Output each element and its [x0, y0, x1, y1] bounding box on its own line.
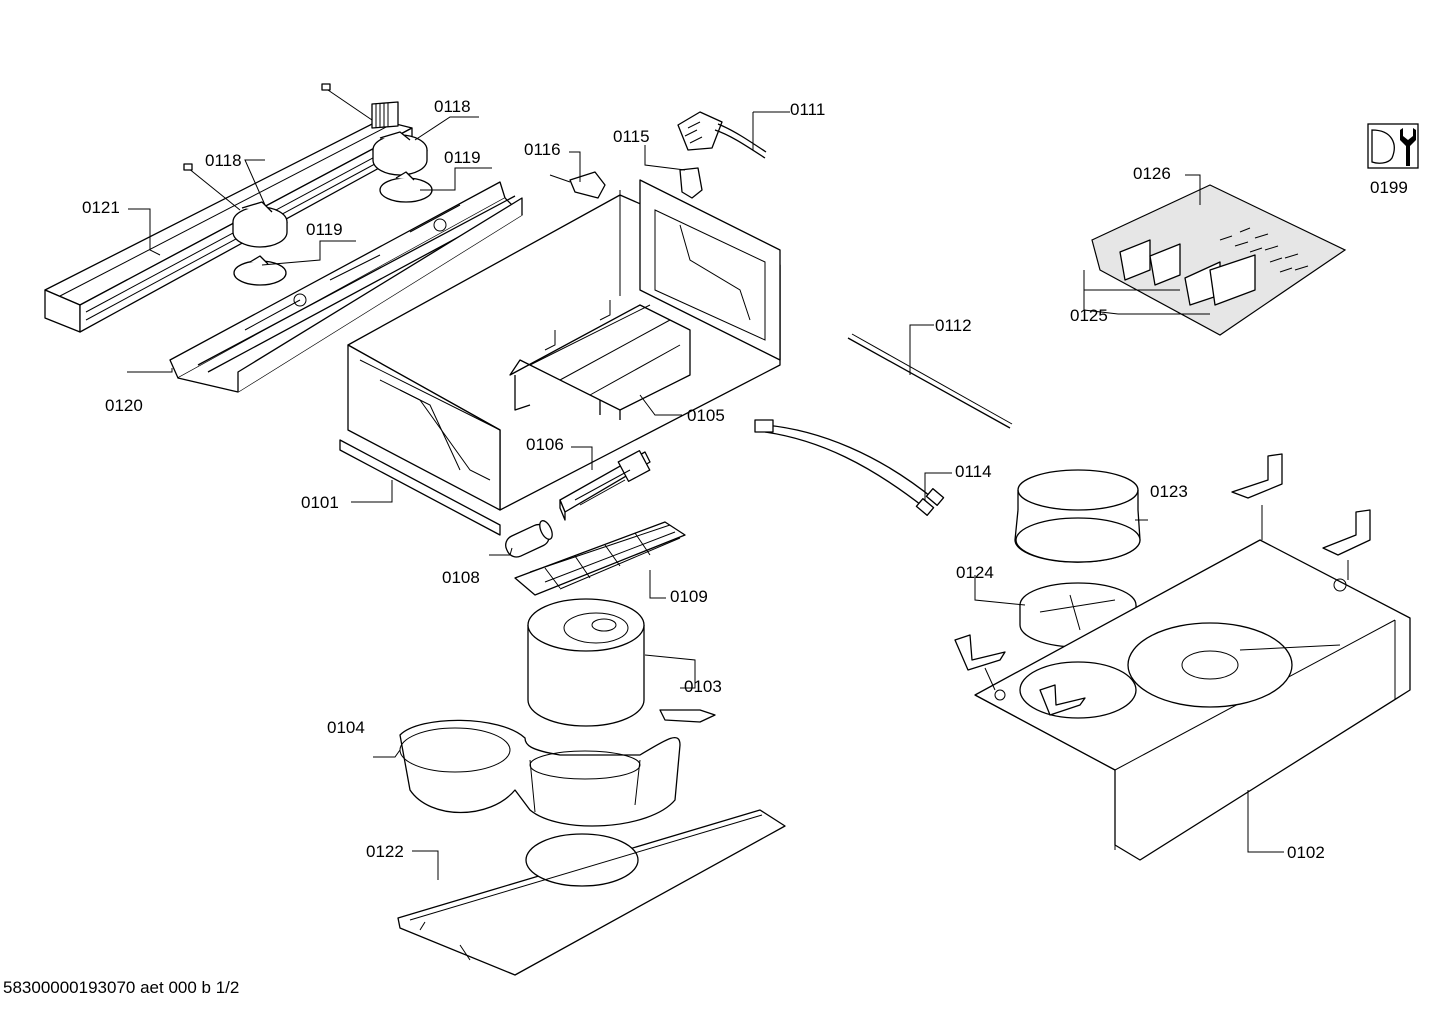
part-label-0115: 0115 — [613, 127, 650, 146]
part-label-0106: 0106 — [526, 435, 564, 454]
part-label-0101: 0101 — [301, 493, 339, 512]
part-label-0122: 0122 — [366, 842, 404, 861]
part-label-0111: 0111 — [790, 100, 825, 119]
part-label-0119-upper: 0119 — [444, 148, 481, 167]
duct-collar-drawing — [1014, 469, 1141, 648]
part-label-0114: 0114 — [955, 462, 992, 481]
part-label-0124: 0124 — [956, 563, 994, 582]
part-label-0125: 0125 — [1070, 306, 1108, 325]
part-label-0126: 0126 — [1133, 164, 1171, 183]
part-label-0120: 0120 — [105, 396, 143, 415]
switch-drawing — [549, 171, 606, 199]
part-label-0118-upper: 0118 — [434, 97, 471, 116]
electronics-board-drawing — [559, 450, 651, 521]
document-footer-code: 58300000193070 aet 000 b 1/2 — [3, 978, 240, 997]
blower-housing-drawing — [399, 719, 681, 827]
part-label-0119-lower: 0119 — [306, 220, 343, 239]
leader-lines — [127, 111, 1284, 880]
part-label-0118-lower: 0118 — [205, 151, 242, 170]
part-label-0102: 0102 — [1287, 843, 1325, 862]
tool-icon — [1367, 123, 1419, 169]
part-label-0121: 0121 — [82, 198, 120, 217]
wire-harness-drawing — [754, 419, 945, 516]
part-label-0108: 0108 — [442, 568, 480, 587]
front-lamp-rail-drawing — [44, 83, 428, 333]
channel-rail-drawing — [169, 181, 523, 393]
part-label-0116: 0116 — [524, 140, 561, 159]
blower-motor-drawing — [527, 598, 716, 727]
lamp-rings-drawing — [233, 171, 433, 286]
part-label-0199: 0199 — [1370, 178, 1408, 197]
control-cage-drawing — [509, 300, 691, 420]
part-label-0105: 0105 — [687, 406, 725, 425]
filter-grille-drawing — [514, 521, 686, 596]
mounting-brackets-drawing — [954, 453, 1371, 716]
part-label-0123: 0123 — [1150, 482, 1188, 501]
clip-drawing — [679, 167, 703, 199]
mounting-kit-drawing — [1091, 184, 1347, 336]
mounting-plate-drawing — [974, 539, 1411, 861]
sensor-cable-drawing — [847, 333, 1013, 429]
capacitor-drawing — [505, 520, 553, 558]
part-label-0103: 0103 — [684, 677, 722, 696]
part-label-0112: 0112 — [935, 316, 972, 335]
part-label-0109: 0109 — [670, 587, 708, 606]
power-cord-drawing — [677, 111, 767, 159]
base-plate-drawing — [397, 809, 786, 976]
part-label-0104: 0104 — [327, 718, 365, 737]
